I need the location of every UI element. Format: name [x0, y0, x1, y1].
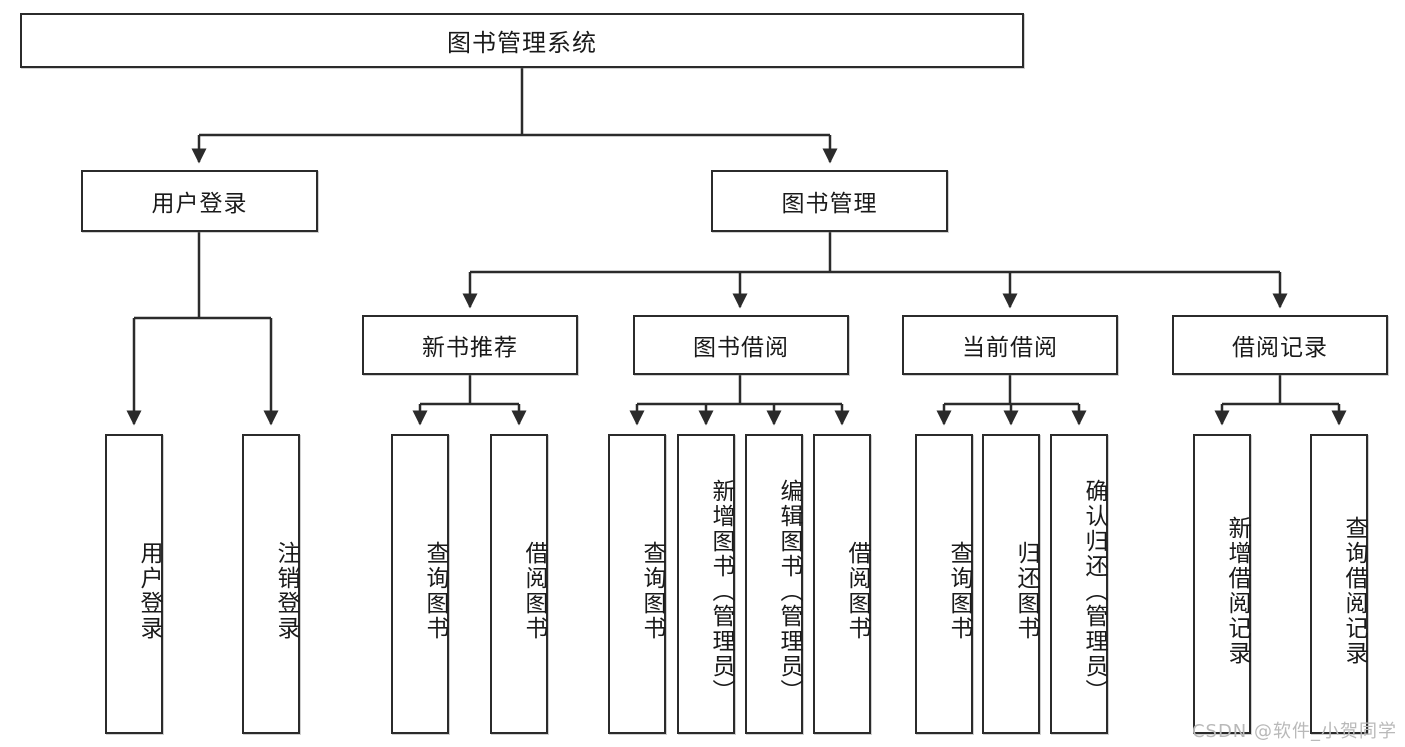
node-current-borrow[interactable]: 当前借阅	[902, 315, 1118, 375]
node-label: 归还图书	[1013, 541, 1039, 641]
node-label: 查询图书	[422, 541, 448, 641]
node-label: 借阅图书	[844, 541, 870, 641]
leaf-user-login[interactable]: 用户登录	[105, 434, 163, 734]
leaf-bb-query-book[interactable]: 查询图书	[608, 434, 666, 734]
leaf-cb-return-book[interactable]: 归还图书	[982, 434, 1040, 734]
node-borrow-record[interactable]: 借阅记录	[1172, 315, 1388, 375]
leaf-logout[interactable]: 注销登录	[242, 434, 300, 734]
node-label: 新增图书（管理员）	[708, 478, 734, 704]
leaf-bb-edit-book-admin[interactable]: 编辑图书（管理员）	[745, 434, 803, 734]
node-label: 编辑图书（管理员）	[776, 478, 802, 704]
leaf-cb-confirm-return-admin[interactable]: 确认归还（管理员）	[1050, 434, 1108, 734]
leaf-nb-borrow-book[interactable]: 借阅图书	[490, 434, 548, 734]
node-label: 当前借阅	[962, 335, 1058, 361]
node-root-system[interactable]: 图书管理系统	[20, 13, 1024, 68]
leaf-br-query-record[interactable]: 查询借阅记录	[1310, 434, 1368, 734]
node-label: 借阅图书	[521, 541, 547, 641]
node-label: 借阅记录	[1232, 335, 1328, 361]
node-book-management[interactable]: 图书管理	[711, 170, 948, 232]
node-user-login[interactable]: 用户登录	[81, 170, 318, 232]
node-label: 图书管理	[781, 191, 878, 217]
leaf-bb-add-book-admin[interactable]: 新增图书（管理员）	[677, 434, 735, 734]
node-label: 确认归还（管理员）	[1081, 478, 1107, 704]
node-label: 查询图书	[639, 541, 665, 641]
node-label: 新增借阅记录	[1224, 516, 1250, 666]
node-new-book-recommend[interactable]: 新书推荐	[362, 315, 578, 375]
leaf-nb-query-book[interactable]: 查询图书	[391, 434, 449, 734]
node-label: 图书管理系统	[447, 29, 597, 57]
node-label: 用户登录	[136, 541, 162, 641]
leaf-cb-query-book[interactable]: 查询图书	[915, 434, 973, 734]
node-label: 注销登录	[273, 541, 299, 641]
node-label: 新书推荐	[422, 335, 518, 361]
node-label: 查询图书	[946, 541, 972, 641]
leaf-br-add-record[interactable]: 新增借阅记录	[1193, 434, 1251, 734]
node-label: 图书借阅	[693, 335, 789, 361]
node-label: 查询借阅记录	[1341, 516, 1367, 666]
node-book-borrow[interactable]: 图书借阅	[633, 315, 849, 375]
node-label: 用户登录	[151, 191, 248, 217]
leaf-bb-borrow-book[interactable]: 借阅图书	[813, 434, 871, 734]
